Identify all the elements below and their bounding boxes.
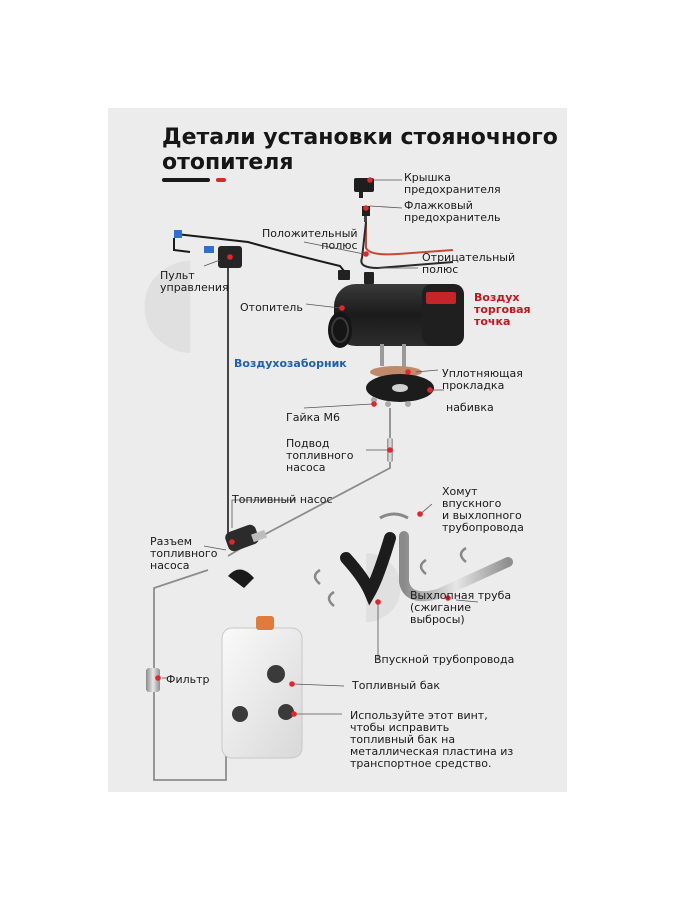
label-control-panel: Пульт управления <box>160 269 229 294</box>
harness-branch <box>173 238 191 253</box>
label-pump-connector: Разъем топливного насоса <box>150 535 218 572</box>
main-harness <box>175 233 349 277</box>
label-sealing-gasket: Уплотняющая прокладка <box>442 367 523 392</box>
label-filter: Фильтр <box>166 673 210 686</box>
filter-part <box>146 668 160 692</box>
positive-cable <box>365 222 454 256</box>
heater-unit <box>328 284 464 370</box>
label-packing: набивка <box>446 401 494 414</box>
label-nut-m6: Гайка М6 <box>286 411 340 424</box>
intake-pipe-part <box>340 532 396 606</box>
label-flag-fuse: Флажковый предохранитель <box>404 199 501 224</box>
clamp-parts <box>313 512 467 607</box>
installation-diagram <box>146 177 513 781</box>
label-fuel-tank: Топливный бак <box>352 679 440 692</box>
label-positive-pole: Положительный полюс <box>262 227 358 252</box>
title-bar-dark <box>162 178 210 182</box>
label-fuel-pump: Топливный насос <box>232 493 333 506</box>
connector-black <box>364 272 374 284</box>
label-intake-pipe: Впускной трубопровода <box>374 653 515 666</box>
label-heater: Отопитель <box>240 301 303 314</box>
page-subtitle: отопителя <box>162 150 294 175</box>
negative-cable <box>360 221 454 270</box>
title-bar-red <box>216 178 226 182</box>
label-clamp: Хомут впускного и выхлопного трубопровод… <box>442 485 524 534</box>
fuel-line-lower <box>153 569 227 781</box>
flag-fuse-part <box>362 206 370 222</box>
label-air-intake: Воздухозаборник <box>234 357 347 370</box>
label-air-outlet: Воздух торговая точка <box>474 291 531 328</box>
connector-black <box>338 270 350 280</box>
label-exhaust-pipe: Выхлопная труба (сжигание выбросы) <box>410 589 512 626</box>
label-fuel-supply: Подвод топливного насоса <box>286 437 354 474</box>
m6-nuts <box>371 397 411 407</box>
exhaust-pipe-part <box>399 531 513 602</box>
fuel-pump-part <box>225 524 267 588</box>
watermark-shape: ◖ <box>138 228 202 367</box>
label-fuse-cover: Крышка предохранителя <box>404 171 501 196</box>
label-screw-note: Используйте этот винт, чтобы исправить т… <box>350 709 514 770</box>
part-markers <box>155 177 451 717</box>
connector-blue <box>174 230 182 238</box>
fuel-tank-part <box>221 616 303 759</box>
connector-blue <box>204 246 214 253</box>
label-negative-pole: Отрицательный полюс <box>422 251 516 276</box>
page-title: Детали установки стояночного <box>162 125 558 150</box>
diagram-panel: ◖ ◗ <box>108 108 567 792</box>
